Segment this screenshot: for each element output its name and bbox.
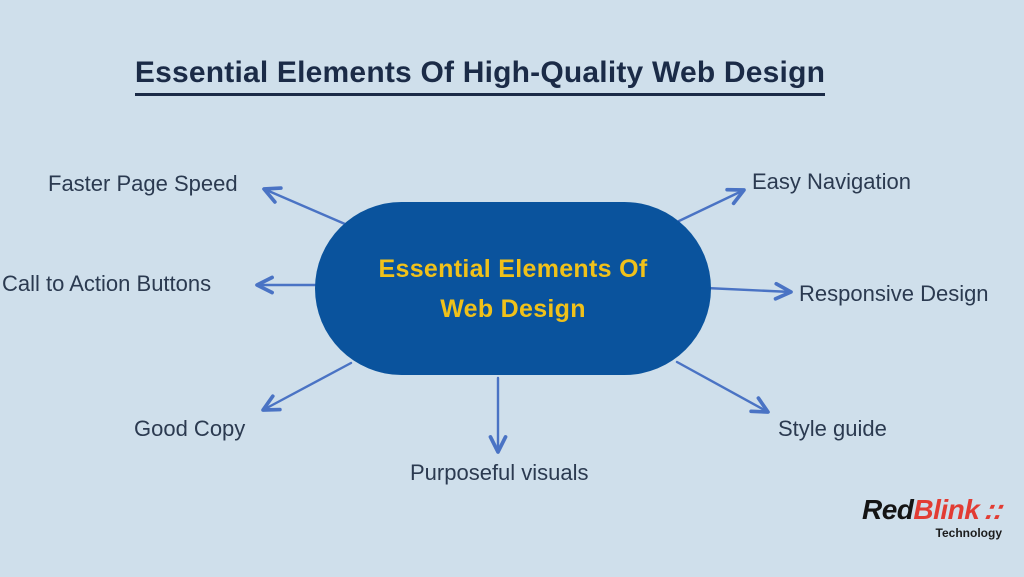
node-easy-navigation: Easy Navigation [752,169,911,194]
node-purposeful-visuals: Purposeful visuals [410,460,589,485]
arrow-to-good-copy [261,361,353,412]
redblink-logo: RedBlink:: Technology [861,494,1008,540]
node-good-copy: Good Copy [134,416,246,441]
arrow-to-faster-page-speed [262,186,347,226]
arrow-to-easy-navigation [677,187,746,223]
arrow-to-responsive-design [704,281,793,301]
logo-tagline: Technology [935,526,1002,540]
logo-colon-mark-icon: :: [983,494,1008,525]
title-container: Essential Elements Of High-Quality Web D… [0,56,960,96]
node-style-guide: Style guide [778,416,887,441]
logo-text-blink: Blink [913,494,980,525]
logo-text-red: Red [861,494,914,525]
page-title: Essential Elements Of High-Quality Web D… [134,56,826,96]
center-node: Essential Elements Of Web Design [315,202,711,375]
node-responsive-design: Responsive Design [799,281,989,306]
node-faster-page-speed: Faster Page Speed [48,171,238,196]
node-call-to-action-buttons: Call to Action Buttons [2,271,212,296]
arrow-to-style-guide [675,360,770,414]
center-node-label-line2: Web Design [440,294,586,323]
logo-wordmark: RedBlink:: [861,494,1008,525]
center-node-label-line1: Essential Elements Of [378,254,648,283]
